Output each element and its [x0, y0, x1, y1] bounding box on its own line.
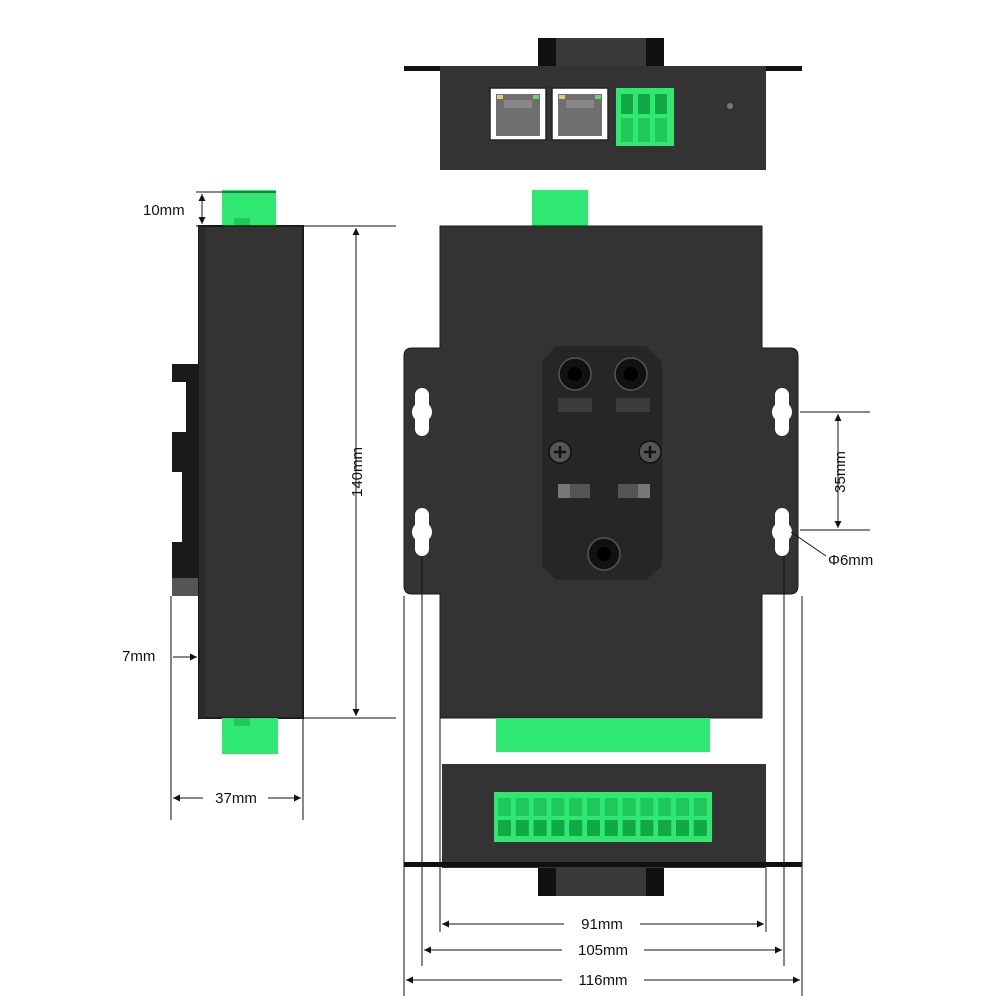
terminal-pin-screw [658, 820, 672, 836]
terminal-pin-top [587, 798, 600, 816]
screw-icon [638, 440, 662, 464]
terminal-pin-top [604, 798, 618, 816]
front-top-terminal [532, 190, 588, 226]
terminal-pin-screw [604, 820, 618, 836]
terminal-pin-top [676, 798, 689, 816]
terminal-pin-top [551, 798, 565, 816]
bottom-view-flange [404, 862, 802, 867]
led-indicator [727, 103, 733, 109]
terminal-pin-top [640, 798, 654, 816]
dim-label-hole-pitch: 35mm [832, 451, 849, 493]
dim-label-rail-depth: 7mm [122, 648, 155, 665]
mounting-slot-icon [772, 388, 792, 436]
front-bottom-terminal [496, 718, 710, 752]
terminal-pin-screw [693, 820, 707, 836]
terminal-pin-screw [551, 820, 565, 836]
terminal-pin-screw [515, 820, 529, 836]
rj45-port-icon [489, 87, 547, 141]
mounting-slot-icon [412, 508, 432, 556]
terminal-pin-screw [533, 820, 547, 836]
terminal-pin-top [622, 798, 636, 816]
side-view [172, 190, 304, 754]
terminal-block-icon [616, 88, 674, 146]
terminal-pin-top [515, 798, 529, 816]
dim-label-depth: 37mm [215, 790, 257, 807]
terminal-pin-screw [498, 820, 511, 836]
dimension-lines [170, 191, 870, 996]
dim-label-top-clip: 10mm [143, 202, 185, 219]
terminal-pin-top [498, 798, 511, 816]
dim-label-height: 140mm [349, 447, 366, 497]
bottom-view [404, 764, 802, 896]
terminal-pin-top [658, 798, 672, 816]
terminal-pin-top [569, 798, 583, 816]
terminal-pin-screw [569, 820, 583, 836]
terminal-pin-screw [676, 820, 689, 836]
screw-icon [548, 440, 572, 464]
dim-label-width-holes: 105mm [578, 942, 628, 959]
terminal-pin-top [693, 798, 707, 816]
terminal-pin-top [533, 798, 547, 816]
mounting-slot-icon [412, 388, 432, 436]
dim-label-width-body: 91mm [581, 916, 623, 933]
top-view [404, 38, 802, 170]
terminal-block-icon [494, 792, 712, 842]
dim-label-hole-diameter: Φ6mm [828, 552, 873, 569]
dim-label-width-total: 116mm [579, 972, 628, 989]
rj45-port-icon [551, 87, 609, 141]
front-view [403, 190, 799, 752]
terminal-pin-screw [587, 820, 600, 836]
terminal-pin-screw [640, 820, 654, 836]
terminal-pin-screw [622, 820, 636, 836]
mounting-slot-icon [772, 508, 792, 556]
side-body [198, 225, 304, 719]
